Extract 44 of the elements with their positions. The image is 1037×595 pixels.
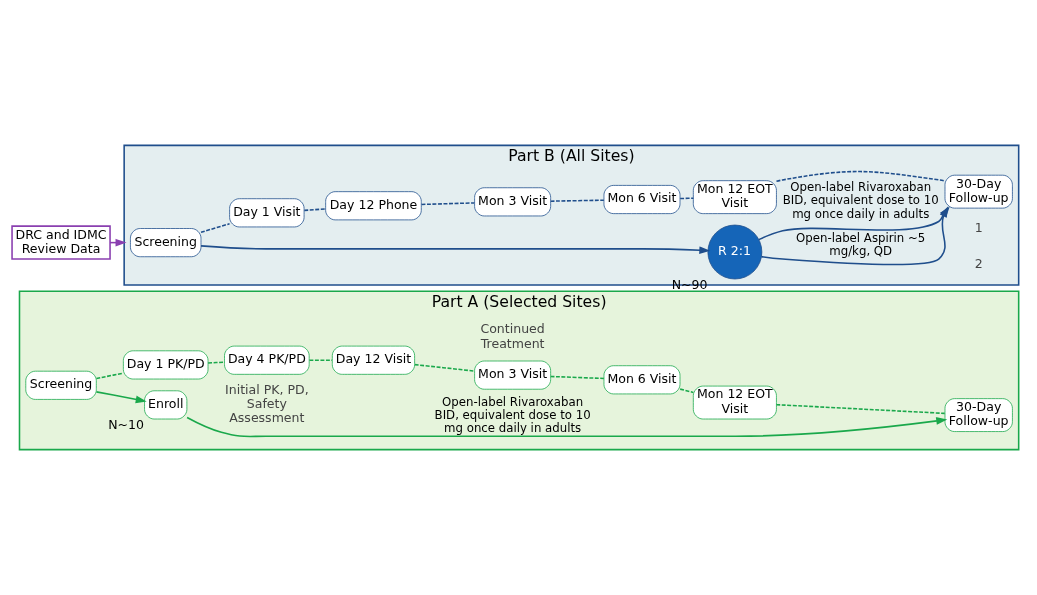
node-box: Mon 3 Visit [474,360,552,390]
connector [207,361,226,364]
label: Initial PK, PD, Safety Assessment [225,381,309,425]
connector [414,363,476,372]
connector [420,202,476,206]
connector [679,388,695,394]
connector [200,222,231,234]
arrow [760,206,949,266]
node-box: Day 4 PK/PD [224,345,310,375]
node-box: Screening [130,228,202,258]
connector [549,199,605,202]
node-box: Screening [25,370,97,400]
node-box: Mon 12 EOT Visit [692,385,777,420]
connector [95,372,124,380]
node-box: Mon 6 Visit [603,365,681,395]
edge-label: Open-label Aspirin ~5 mg/kg, QD [796,230,926,259]
label: 1 [974,220,983,236]
node-box: Mon 3 Visit [474,187,552,217]
arrow [186,416,948,438]
connector [549,375,605,380]
node-box: DRC and IDMC Review Data [11,225,111,260]
arrow [200,245,711,255]
arrow [757,206,950,241]
label: 2 [974,255,983,271]
node-box: Day 1 PK/PD [123,350,209,380]
node-box: 30-Day Follow-up [944,174,1013,209]
node-box: 30-Day Follow-up [944,398,1013,432]
edge-label: Open-label Rivaroxaban BID, equivalent dose to 10 mg once daily in adults [434,394,591,436]
connector [775,170,946,182]
edge-label: Open-label Rivaroxaban BID, equivalent dose to 10 mg once daily in adults [782,179,939,221]
node-box: Mon 6 Visit [603,185,681,214]
connector [303,208,327,212]
connector [775,403,946,415]
node-label: N~10 [108,417,145,433]
arrow [95,391,147,404]
node-box: Day 12 Phone [325,191,422,221]
node-circle: R 2:1 [707,224,763,280]
node-box: Day 1 Visit [229,198,305,228]
connector [308,359,333,361]
node-box: Enroll [144,390,188,420]
label: Continued Treatment [480,321,545,351]
node-box: Mon 12 EOT Visit [692,180,777,214]
connector [679,197,695,200]
node-box: Day 12 Visit [331,345,415,375]
